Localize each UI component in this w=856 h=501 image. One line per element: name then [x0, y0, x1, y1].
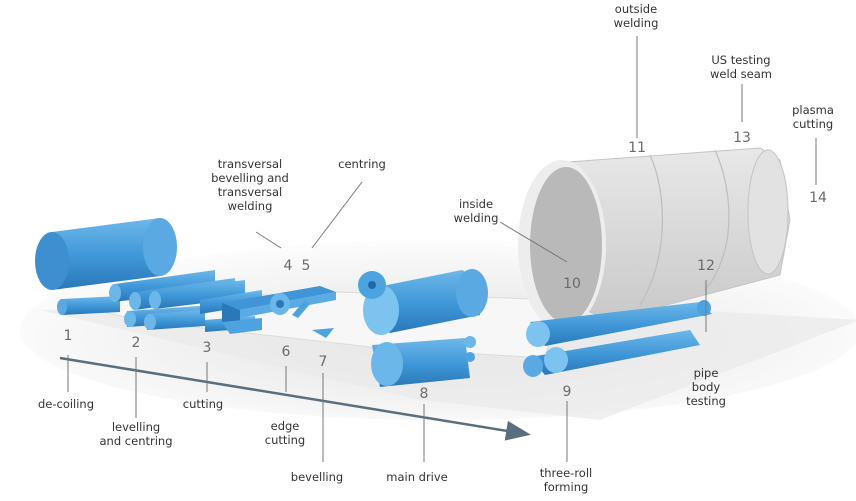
decoiler-coil [35, 218, 177, 290]
station-number-14: 14 [809, 190, 827, 206]
station-number-3: 3 [202, 340, 212, 356]
station-label-three-roll: three-roll forming [539, 466, 593, 494]
station-number-2: 2 [131, 335, 141, 351]
station-number-12: 12 [697, 258, 715, 274]
station-number-10: 10 [563, 276, 581, 292]
process-flow-arrow [59, 356, 531, 441]
station-number-4: 4 [283, 258, 293, 274]
station-label-de-coiling: de-coiling [37, 397, 95, 411]
station-label-plasma-cutting: plasma cutting [792, 103, 834, 131]
decoiler-roll [57, 296, 120, 315]
station-number-1: 1 [63, 328, 73, 344]
levelling-rolls [109, 270, 245, 330]
leader-lines [67, 36, 817, 462]
station-number-9: 9 [562, 384, 572, 400]
station-label-outside-welding: outside welding [613, 2, 659, 30]
main-drive [358, 269, 488, 387]
station-number-7: 7 [318, 354, 328, 370]
station-label-transversal: transversal bevelling and transversal we… [211, 157, 289, 213]
bevelling-tool [312, 328, 334, 338]
station-label-us-testing: US testing weld seam [710, 53, 772, 81]
station-label-centring: centring [338, 157, 386, 171]
station-label-bevelling: bevelling [290, 470, 344, 484]
station-number-6: 6 [281, 344, 291, 360]
forming-rolls [523, 300, 712, 377]
station-label-edge-cutting: edge cutting [264, 419, 306, 447]
station-number-8: 8 [419, 386, 429, 402]
transversal-welding-unit [222, 286, 336, 334]
station-label-cutting: cutting [182, 397, 224, 411]
station-number-13: 13 [733, 130, 751, 146]
station-label-pipe-body-testing: pipe body testing [686, 366, 726, 408]
station-label-main-drive: main drive [386, 470, 448, 484]
station-number-11: 11 [628, 140, 646, 156]
station-number-5: 5 [301, 258, 311, 274]
station-label-levelling: levelling and centring [99, 420, 173, 448]
station-label-inside-welding: inside welding [453, 197, 499, 225]
